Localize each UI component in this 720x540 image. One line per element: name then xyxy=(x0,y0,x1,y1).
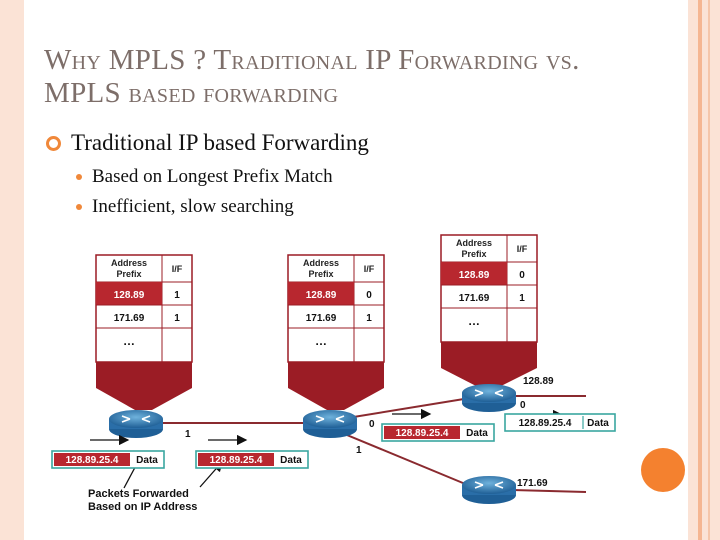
table-cell-iface: 1 xyxy=(366,313,372,324)
table-cell-ellipsis: … xyxy=(468,314,480,328)
router-icon xyxy=(462,476,516,504)
right-decor-line-thin xyxy=(708,0,710,540)
bullet-sub-1: Based on Longest Prefix Match xyxy=(76,166,333,188)
table-header-iface: I/F xyxy=(364,264,375,274)
right-decor-stripe xyxy=(688,0,720,540)
link-label: 0 xyxy=(520,400,526,411)
bullet-dot-icon xyxy=(76,204,82,210)
decor-circle xyxy=(641,448,685,492)
router-icon xyxy=(462,384,516,412)
table-cell-iface: 1 xyxy=(519,293,525,304)
packet-payload: Data xyxy=(280,455,302,466)
table-cell-prefix: 128.89 xyxy=(459,270,490,281)
table-cell-ellipsis: … xyxy=(315,334,327,348)
router-icon xyxy=(303,410,357,438)
caption-line-1: Packets Forwarded xyxy=(88,488,189,500)
table-cell-iface: 0 xyxy=(519,270,525,281)
table-cell-prefix: 171.69 xyxy=(459,293,490,304)
packet-3: 128.89.25.4 Data xyxy=(381,423,495,442)
link-label: 1 xyxy=(185,429,191,440)
bullet-sub-2: Inefficient, slow searching xyxy=(76,196,294,218)
bullet-sub-2-text: Inefficient, slow searching xyxy=(92,196,294,217)
left-decor-stripe xyxy=(0,0,24,540)
table-header-prefix: Prefix xyxy=(461,249,486,259)
link-r2-r3 xyxy=(334,397,471,421)
table-header-prefix: Address xyxy=(111,258,147,268)
table-header-prefix: Address xyxy=(456,238,492,248)
packet-address: 128.89.25.4 xyxy=(210,455,263,466)
bullet-dot-icon xyxy=(76,174,82,180)
table-cell-iface: 1 xyxy=(174,313,180,324)
packet-2: 128.89.25.4 Data xyxy=(195,450,309,469)
table-cell-iface: 0 xyxy=(366,290,372,301)
funnel-3 xyxy=(441,342,537,388)
table-header-prefix: Address xyxy=(303,258,339,268)
table-cell-prefix: 128.89 xyxy=(306,290,337,301)
packet-address: 128.89.25.4 xyxy=(519,418,572,429)
bullet-ring-icon xyxy=(46,135,61,151)
packet-4: 128.89.25.4 Data xyxy=(504,413,616,432)
router-icon xyxy=(109,410,163,438)
funnel-2 xyxy=(288,362,384,410)
packet-address: 128.89.25.4 xyxy=(66,455,119,466)
packet-1: 128.89.25.4 Data xyxy=(51,450,165,469)
bullet-main-text: Traditional IP based Forwarding xyxy=(71,130,369,155)
funnel-1 xyxy=(96,362,192,410)
bullet-sub-1-text: Based on Longest Prefix Match xyxy=(92,166,333,187)
table-cell-prefix: 128.89 xyxy=(114,290,145,301)
right-decor-line xyxy=(698,0,702,540)
packet-payload: Data xyxy=(466,428,488,439)
table-cell-prefix: 171.69 xyxy=(306,313,337,324)
link-label: 1 xyxy=(356,445,362,456)
table-header-prefix: Prefix xyxy=(116,269,141,279)
table-cell-iface: 1 xyxy=(174,290,180,301)
routing-table-1: Address Prefix I/F 128.89 1 171.69 1 … xyxy=(95,254,193,363)
bullet-main: Traditional IP based Forwarding xyxy=(44,130,369,156)
table-header-prefix: Prefix xyxy=(308,269,333,279)
routing-table-3: Address Prefix I/F 128.89 0 171.69 1 … xyxy=(440,234,538,343)
packet-payload: Data xyxy=(587,418,609,429)
table-cell-prefix: 171.69 xyxy=(114,313,145,324)
table-header-iface: I/F xyxy=(172,264,183,274)
packet-address: 128.89.25.4 xyxy=(396,428,449,439)
dest-label: 171.69 xyxy=(517,478,548,489)
caption-line-2: Based on IP Address xyxy=(88,501,197,513)
table-header-iface: I/F xyxy=(517,244,528,254)
packet-payload: Data xyxy=(136,455,158,466)
dest-label: 128.89 xyxy=(523,376,554,387)
routing-table-2: Address Prefix I/F 128.89 0 171.69 1 … xyxy=(287,254,385,363)
slide-title: Why MPLS ? Traditional IP Forwarding vs.… xyxy=(44,44,580,109)
table-cell-ellipsis: … xyxy=(123,334,135,348)
link-r2-r4 xyxy=(329,427,476,489)
link-label: 0 xyxy=(369,419,375,430)
